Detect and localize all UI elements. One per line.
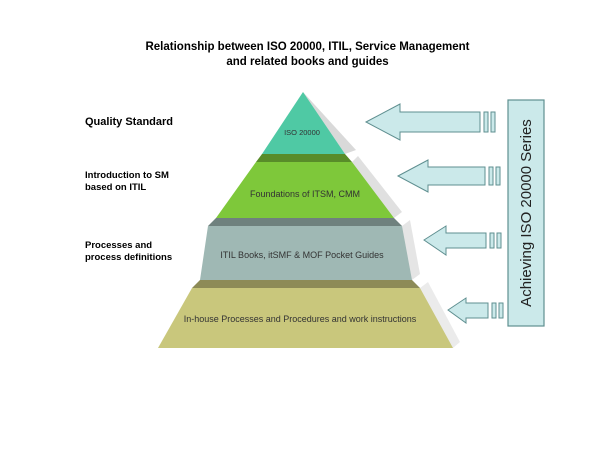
arrow-tail-bar — [496, 232, 502, 249]
layer-iso20000-side — [303, 92, 356, 154]
arrow-to-itil-books — [423, 225, 502, 256]
pyramid-layer-iso20000: ISO 20000 — [262, 92, 356, 154]
arrow-tail-bar — [495, 166, 501, 186]
layer-itil-top-band — [208, 218, 402, 226]
layer-itil-label: ITIL Books, itSMF & MOF Pocket Guides — [220, 250, 384, 260]
layer-itil-side — [402, 220, 420, 280]
pyramid-layer-foundations: Foundations of ITSM, CMM — [216, 156, 402, 218]
label-quality-standard-line-1: Quality Standard — [85, 116, 174, 128]
arrow-body — [423, 225, 487, 256]
arrow-tail-bar — [498, 302, 504, 319]
label-introduction-line-1: Introduction to SM — [85, 170, 169, 181]
arrow-body — [447, 297, 489, 324]
arrow-tail-bar — [490, 111, 496, 133]
achieving-box-rect — [507, 99, 545, 327]
layer-foundations-side — [352, 156, 402, 218]
arrow-body — [364, 103, 481, 141]
arrow-body — [396, 159, 486, 193]
label-processes-line-1: Processes and — [85, 240, 153, 251]
arrow-to-inhouse — [447, 297, 504, 324]
title-line-1: Relationship between ISO 20000, ITIL, Se… — [145, 41, 470, 53]
label-processes-line-2: process definitions — [85, 252, 173, 263]
arrow-to-iso20000 — [364, 103, 496, 141]
layer-iso20000-front — [262, 92, 345, 154]
layer-inhouse-label: In-house Processes and Procedures and wo… — [184, 314, 417, 324]
arrow-tail-bar — [491, 302, 497, 319]
label-quality-standard: Quality Standard — [85, 116, 173, 128]
pyramid-layer-itil-books: ITIL Books, itSMF & MOF Pocket Guides — [200, 220, 420, 280]
layer-foundations-label: Foundations of ITSM, CMM — [250, 189, 360, 199]
layer-foundations-top-band — [256, 154, 352, 162]
label-introduction-line-2: based on ITIL — [85, 182, 147, 193]
achieving-iso20000-box: Achieving ISO 20000 Series — [507, 99, 545, 327]
arrow-tail-bar — [483, 111, 489, 133]
arrow-to-foundations — [396, 159, 501, 193]
layer-itil-front — [200, 226, 412, 280]
pyramid-layer-inhouse: In-house Processes and Procedures and wo… — [158, 282, 460, 348]
arrow-tail-bar — [489, 232, 495, 249]
arrow-tail-bar — [488, 166, 494, 186]
title-line-2: and related books and guides — [226, 56, 389, 68]
layer-foundations-front — [216, 162, 394, 218]
layer-iso20000-label: ISO 20000 — [284, 128, 320, 137]
layer-inhouse-side — [420, 282, 460, 348]
achieving-box-label: Achieving ISO 20000 Series — [518, 119, 535, 307]
label-introduction-to-sm: Introduction to SM based on ITIL — [85, 170, 169, 194]
diagram-title: Relationship between ISO 20000, ITIL, Se… — [110, 40, 505, 70]
layer-inhouse-top-band — [192, 280, 420, 288]
label-processes: Processes and process definitions — [85, 240, 172, 264]
layer-inhouse-front — [158, 288, 453, 348]
